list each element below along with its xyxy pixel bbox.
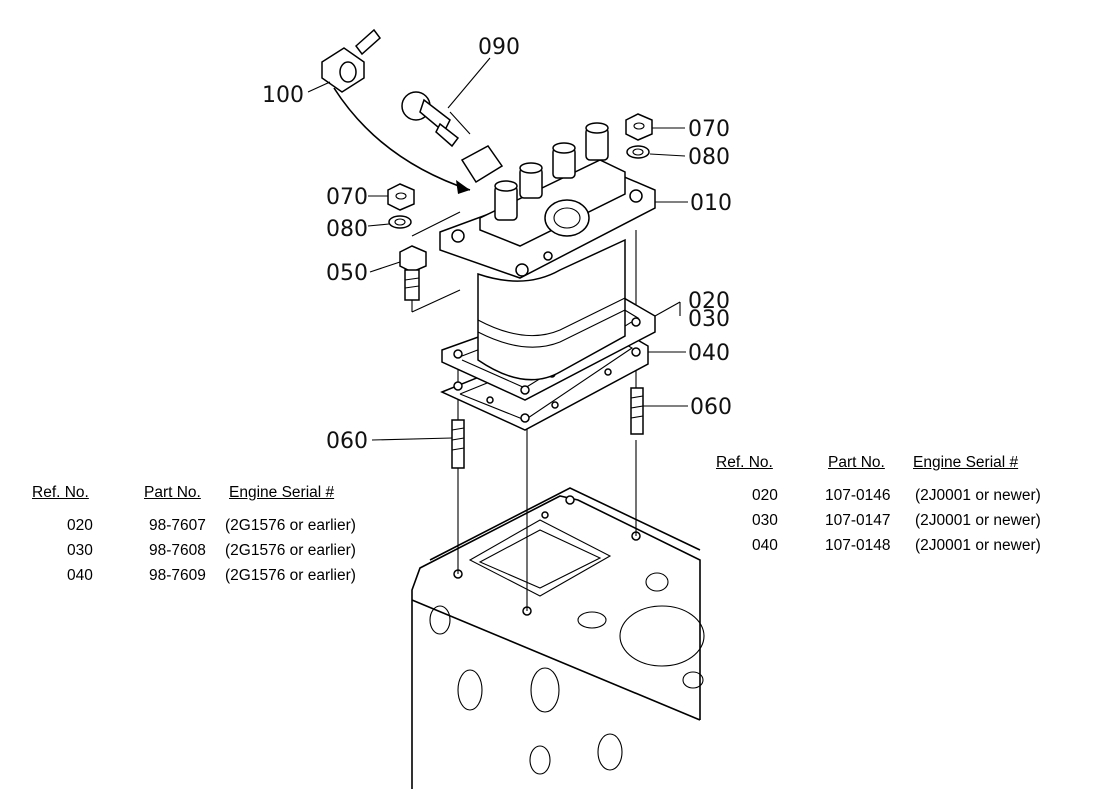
callout-060-left: 060	[326, 429, 368, 454]
fitting-100	[321, 28, 471, 194]
right-row-ref: 030	[752, 512, 778, 529]
right-row-serial: (2J0001 or newer)	[915, 487, 1041, 504]
left-row-part: 98-7607	[149, 517, 206, 534]
callout-070-left: 070	[326, 185, 368, 210]
washer-080-left	[388, 215, 412, 229]
right-row-serial: (2J0001 or newer)	[915, 512, 1041, 529]
callout-020: 020	[688, 289, 730, 314]
callout-080-left: 080	[326, 217, 368, 242]
right-row-part: 107-0148	[825, 537, 891, 554]
left-row-ref: 030	[67, 542, 93, 559]
washer-080-right	[626, 145, 650, 159]
left-row-ref: 020	[67, 517, 93, 534]
callout-060-right: 060	[690, 395, 732, 420]
right-row-ref: 040	[752, 537, 778, 554]
callout-100: 100	[262, 83, 304, 108]
left-row-serial: (2G1576 or earlier)	[225, 542, 356, 559]
callout-040: 040	[688, 341, 730, 366]
nut-070-left	[387, 183, 415, 211]
left-header-ref: Ref. No.	[32, 484, 89, 501]
bleed-screw-090	[401, 91, 471, 148]
left-row-serial: (2G1576 or earlier)	[225, 517, 356, 534]
left-header-part: Part No.	[144, 484, 201, 501]
left-header-serial: Engine Serial #	[229, 484, 335, 501]
left-row-serial: (2G1576 or earlier)	[225, 567, 356, 584]
stud-060-left	[451, 419, 465, 469]
leader-lines	[307, 57, 688, 441]
left-row-ref: 040	[67, 567, 93, 584]
callout-030: 030	[688, 307, 730, 332]
nut-070-right	[625, 113, 653, 141]
right-header-part: Part No.	[828, 454, 885, 471]
callout-080-right: 080	[688, 145, 730, 170]
right-header-serial: Engine Serial #	[913, 454, 1019, 471]
callout-050: 050	[326, 261, 368, 286]
callout-090: 090	[478, 35, 520, 60]
left-row-part: 98-7608	[149, 542, 206, 559]
left-row-part: 98-7609	[149, 567, 206, 584]
cylinder-head	[411, 487, 705, 789]
right-row-part: 107-0146	[825, 487, 891, 504]
callout-010: 010	[690, 191, 732, 216]
right-row-serial: (2J0001 or newer)	[915, 537, 1041, 554]
bolt-050	[399, 245, 427, 301]
stud-060-right	[630, 387, 644, 435]
right-header-ref: Ref. No.	[716, 454, 773, 471]
injection-pump	[439, 122, 656, 381]
right-row-part: 107-0147	[825, 512, 891, 529]
callout-070-right: 070	[688, 117, 730, 142]
right-row-ref: 020	[752, 487, 778, 504]
